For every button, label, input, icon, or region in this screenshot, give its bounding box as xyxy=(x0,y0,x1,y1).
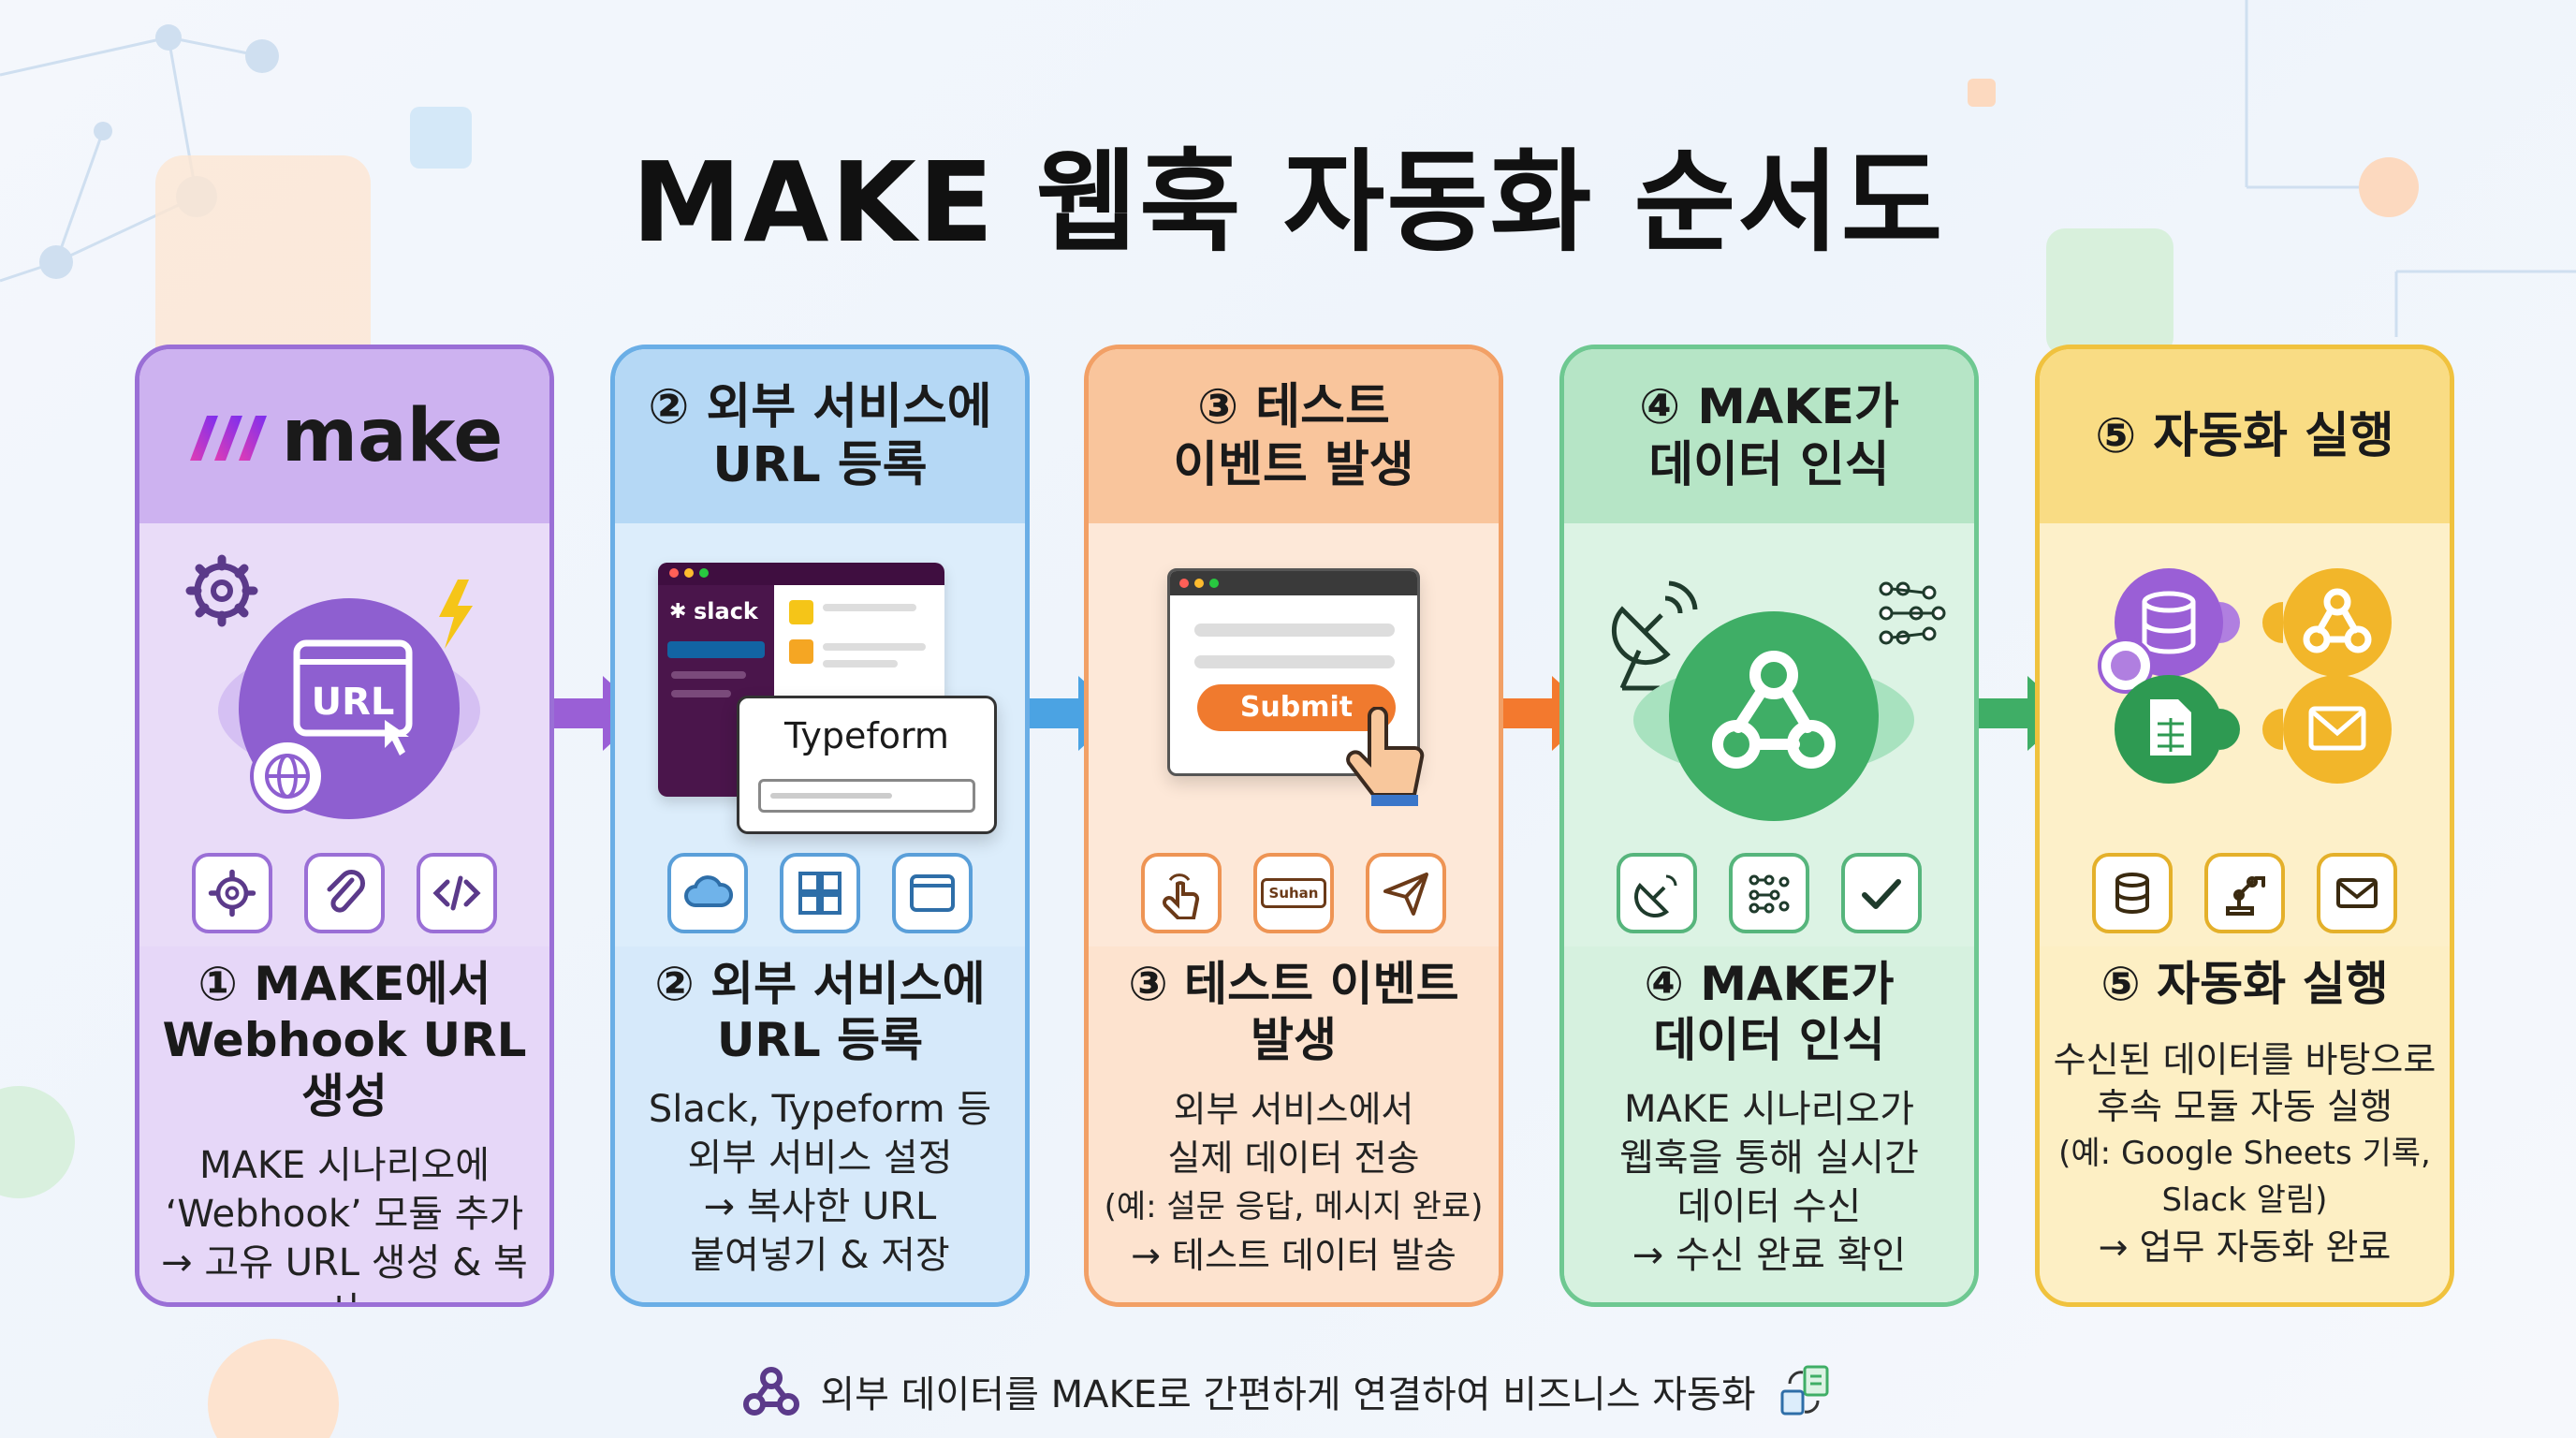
typeform-input xyxy=(758,779,975,813)
make-logo-icon xyxy=(189,416,267,461)
step-3-title: ③ 테스트 이벤트 발생 xyxy=(1128,957,1459,1067)
step-1-visual: URL xyxy=(139,523,549,851)
footer-text: 외부 데이터를 MAKE로 간편하게 연결하여 비즈니스 자동화 xyxy=(820,1373,1756,1416)
step-5-visual xyxy=(2040,523,2450,851)
step-card-1: make URL xyxy=(135,345,554,1307)
badge-label: Suhan xyxy=(1260,878,1327,908)
step-5-body: ⑤ 자동화 실행 수신된 데이터를 바탕으로 후속 모듈 자동 실행 (예: G… xyxy=(2040,946,2450,1302)
step-4-icon-row xyxy=(1564,853,1974,946)
step-4-header: ④ MAKE가 데이터 인식 xyxy=(1564,349,1974,523)
satellite-dish-icon xyxy=(1611,580,1698,691)
mail-icon xyxy=(2317,853,2397,933)
step-4-description: MAKE 시나리오가 웹훅을 통해 실시간 데이터 수신 → 수신 완료 확인 xyxy=(1619,1088,1919,1277)
step-2-icon-row xyxy=(615,853,1025,946)
step-1-icon-row xyxy=(139,853,549,946)
typeform-label: Typeform xyxy=(784,715,949,756)
badge-icon: Suhan xyxy=(1253,853,1334,933)
network-nodes-icon xyxy=(1879,581,1946,645)
satellite-icon xyxy=(1617,853,1697,933)
paperclip-icon xyxy=(304,853,385,933)
step-5-title: ⑤ 자동화 실행 xyxy=(2100,957,2389,1011)
step-1-body: ① MAKE에서 Webhook URL 생성 MAKE 시나리오에 ‘Webh… xyxy=(139,946,549,1302)
step-card-5: ⑤ 자동화 실행 xyxy=(2035,345,2454,1307)
svg-text:URL: URL xyxy=(312,681,395,724)
step-2-header: ② 외부 서비스에 URL 등록 xyxy=(615,349,1025,523)
slack-logo-icon: ✱ xyxy=(669,600,687,624)
gear-icon xyxy=(185,554,258,627)
check-icon xyxy=(1841,853,1922,933)
footer: 외부 데이터를 MAKE로 간편하게 연결하여 비즈니스 자동화 xyxy=(0,1363,2576,1419)
step-1-description: MAKE 시나리오에 ‘Webhook’ 모듈 추가 → 고유 URL 생성 &… xyxy=(161,1144,528,1302)
webhook-icon xyxy=(1712,651,1836,769)
network-icon xyxy=(1729,853,1809,933)
page-title: MAKE 웹훅 자동화 순서도 xyxy=(631,138,1945,267)
slack-label: slack xyxy=(694,598,758,624)
step-2-body: ② 외부 서비스에 URL 등록 Slack, Typeform 등 외부 서비… xyxy=(615,946,1025,1302)
step-4-body: ④ MAKE가 데이터 인식 MAKE 시나리오가 웹훅을 통해 실시간 데이터… xyxy=(1564,946,1974,1302)
step-2-visual: ✱ slack Typeform xyxy=(615,523,1025,851)
step-4-visual xyxy=(1564,523,1974,851)
step-card-2: ② 외부 서비스에 URL 등록 ✱ slack Typeform xyxy=(610,345,1030,1307)
make-logo-text: make xyxy=(281,394,504,478)
cloud-icon xyxy=(667,853,748,933)
windows-icon xyxy=(780,853,860,933)
typeform-window: Typeform xyxy=(737,696,997,834)
step-5-header: ⑤ 자동화 실행 xyxy=(2040,349,2450,523)
url-browser-icon xyxy=(293,639,413,737)
step-3-body: ③ 테스트 이벤트 발생 외부 서비스에서 실제 데이터 전송 (예: 설문 응… xyxy=(1089,946,1499,1302)
robot-arm-icon xyxy=(2204,853,2285,933)
step-3-header: ③ 테스트 이벤트 발생 xyxy=(1089,349,1499,523)
send-icon xyxy=(1366,853,1446,933)
mail-module-icon xyxy=(2283,675,2392,784)
step-5-icon-row xyxy=(2040,853,2450,946)
lightning-icon xyxy=(439,580,473,649)
step-card-3: ③ 테스트 이벤트 발생 Submit Suhan xyxy=(1084,345,1503,1307)
code-icon xyxy=(417,853,497,933)
database-icon xyxy=(2092,853,2173,933)
webhook-module-icon xyxy=(2283,568,2392,677)
step-2-title: ② 외부 서비스에 URL 등록 xyxy=(654,957,986,1067)
step-4-title: ④ MAKE가 데이터 인식 xyxy=(1644,957,1895,1067)
step-card-4: ④ MAKE가 데이터 인식 xyxy=(1559,345,1979,1307)
step-1-title: ① MAKE에서 Webhook URL 생성 xyxy=(162,957,527,1123)
browser-icon xyxy=(892,853,973,933)
webhook-icon xyxy=(743,1367,800,1416)
data-sync-icon xyxy=(1780,1365,1829,1416)
submit-button[interactable]: Submit xyxy=(1197,684,1396,731)
step-5-description: 수신된 데이터를 바탕으로 후속 모듈 자동 실행 (예: Google She… xyxy=(2053,1039,2437,1268)
pointer-hand-icon xyxy=(1346,707,1425,806)
step-1-header: make xyxy=(139,349,549,523)
step-2-description: Slack, Typeform 등 외부 서비스 설정 → 복사한 URL 붙여… xyxy=(648,1088,992,1277)
gear-icon xyxy=(192,853,272,933)
step-3-icon-row: Suhan xyxy=(1089,853,1499,946)
step-3-description: 외부 서비스에서 실제 데이터 전송 (예: 설문 응답, 메시지 완료) → … xyxy=(1104,1089,1484,1276)
tap-icon xyxy=(1141,853,1222,933)
step-3-visual: Submit xyxy=(1089,523,1499,851)
